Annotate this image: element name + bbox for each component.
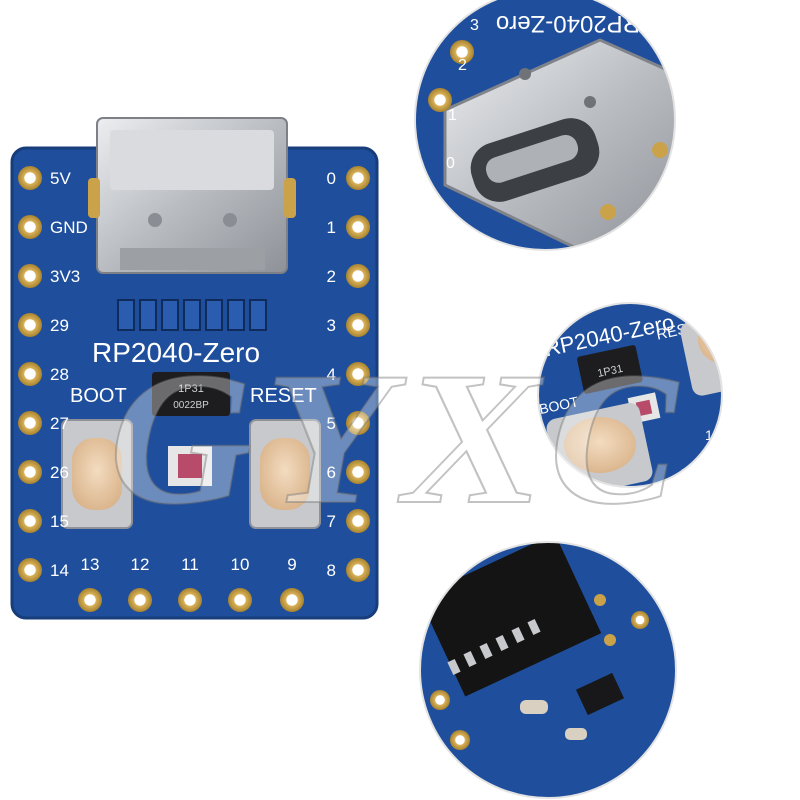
detail-usb-closeup: RP2040-Zero 3 2 1 0 <box>414 0 676 251</box>
left-pin-label: 5V <box>50 169 71 188</box>
detail-middle-chip: 1P31 <box>596 363 624 380</box>
detail-buttons-closeup: RP2040-Zero RESET BOOT 1P31 13 12 11 10 <box>537 302 723 503</box>
left-pin-label: 27 <box>50 414 69 433</box>
right-pin-label: 4 <box>327 365 336 384</box>
reset-button[interactable] <box>249 419 321 529</box>
chip-text-line2: 0022BP <box>173 400 209 411</box>
boot-button[interactable] <box>61 419 133 529</box>
right-pin-label: 3 <box>327 316 336 335</box>
right-pin-pad <box>346 460 370 484</box>
left-pin-label: GND <box>50 218 88 237</box>
detail-middle-pin-11: 11 <box>704 447 719 463</box>
right-pin-label: 2 <box>327 267 336 286</box>
left-pin-pad <box>18 362 42 386</box>
board-title: RP2040-Zero <box>92 337 260 368</box>
detail-top-pin-1: 1 <box>448 107 457 124</box>
left-pin-label: 3V3 <box>50 267 80 286</box>
bottom-pin-pad <box>178 588 202 612</box>
left-pin-label: 28 <box>50 365 69 384</box>
detail-top-pin-2: 2 <box>458 57 467 74</box>
bottom-pin-label: 10 <box>231 555 250 574</box>
left-pin-pad <box>18 166 42 190</box>
usb-c-connector <box>88 117 296 274</box>
right-pin-label: 0 <box>327 169 336 188</box>
detail-top-pin-0: 0 <box>446 155 455 172</box>
detail-top-pin-3: 3 <box>470 17 479 34</box>
right-pin-label: 1 <box>327 218 336 237</box>
bottom-pin-pad <box>228 588 252 612</box>
right-pin-label: 7 <box>327 512 336 531</box>
right-pin-pad <box>346 558 370 582</box>
left-pin-pad <box>18 264 42 288</box>
main-board: RP2040-Zero BOOT RESET 1P31 0022BP 5V GND… <box>10 117 379 620</box>
left-pin-pad <box>18 215 42 239</box>
bottom-pin-pad <box>78 588 102 612</box>
rgb-led <box>168 446 212 486</box>
left-pin-pad <box>18 460 42 484</box>
left-pin-label: 29 <box>50 316 69 335</box>
boot-label: BOOT <box>70 385 127 407</box>
flash-chip: 1P31 0022BP <box>152 372 230 416</box>
left-pin-pad <box>18 558 42 582</box>
right-pin-pad <box>346 411 370 435</box>
usb-solder-pads <box>117 299 267 331</box>
right-pin-label: 5 <box>327 414 336 433</box>
bottom-pin-pad <box>128 588 152 612</box>
chip-text-line1: 1P31 <box>178 383 204 395</box>
left-pin-pad <box>18 411 42 435</box>
bottom-pin-label: 11 <box>181 555 199 574</box>
left-pin-label: 26 <box>50 463 69 482</box>
bottom-pin-label: 12 <box>131 555 150 574</box>
left-pin-pad <box>18 313 42 337</box>
right-pin-pad <box>346 509 370 533</box>
right-pin-pad <box>346 215 370 239</box>
left-pin-label: 14 <box>50 561 69 580</box>
right-pin-pad <box>346 264 370 288</box>
right-pin-label: 6 <box>327 463 336 482</box>
detail-top-silk: RP2040-Zero <box>496 10 640 37</box>
left-pin-pad <box>18 509 42 533</box>
right-pin-pad <box>346 362 370 386</box>
right-pin-pad <box>346 166 370 190</box>
bottom-pin-pad <box>280 588 304 612</box>
detail-mcu-closeup <box>419 541 677 799</box>
bottom-pin-label: 9 <box>287 555 296 574</box>
left-pin-label: 15 <box>50 512 69 531</box>
right-pin-label: 8 <box>327 561 336 580</box>
detail-middle-pin-13: 13 <box>665 487 681 503</box>
right-pin-pad <box>346 313 370 337</box>
reset-label: RESET <box>250 385 317 407</box>
bottom-pin-label: 13 <box>81 555 100 574</box>
